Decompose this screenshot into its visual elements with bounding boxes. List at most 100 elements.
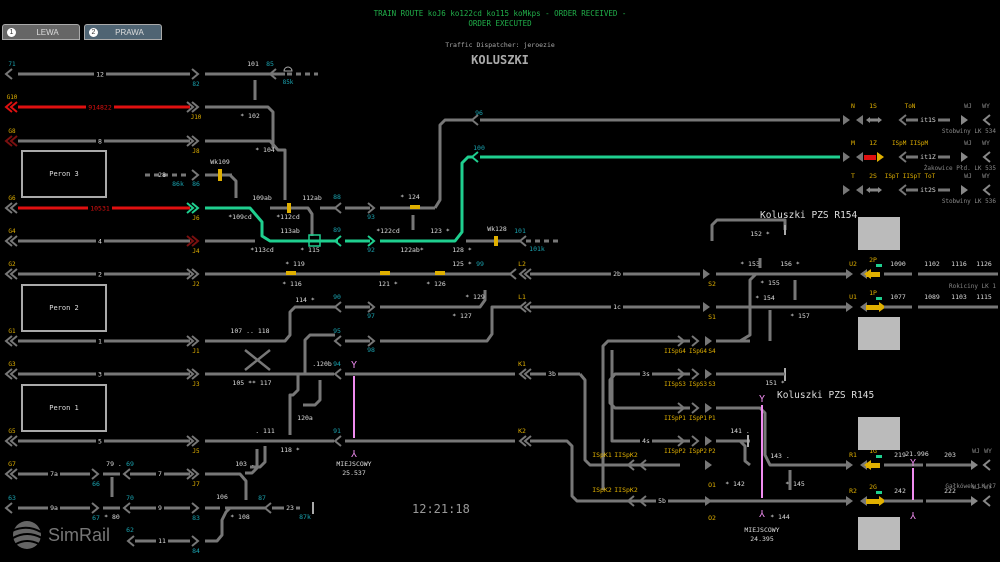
signal-icon: [263, 502, 272, 514]
track-segment: [245, 449, 259, 475]
signal-triangle-icon: [846, 460, 853, 470]
block-status-indicator: [876, 455, 882, 458]
track-label: 2b: [613, 270, 621, 278]
signal-icon: [333, 301, 342, 313]
signal-triangle-icon: [879, 496, 886, 506]
signal-G3-icon: [4, 368, 13, 380]
signal-icon: [191, 502, 200, 514]
label: 141 .: [730, 427, 750, 435]
label: 86k: [172, 180, 184, 188]
label: 2G: [869, 483, 877, 491]
signal-label: ISpP1: [689, 415, 707, 422]
track-segment: [530, 439, 665, 503]
label: 2S: [869, 172, 877, 180]
track-segment: [205, 105, 275, 148]
track-label: 10531: [90, 205, 110, 213]
signal-icon: [691, 435, 700, 447]
signal-label: S4: [708, 348, 716, 355]
simrail-logo: SimRail: [10, 520, 110, 550]
signal-J10-icon: [186, 101, 195, 113]
label-bg: [96, 370, 104, 379]
signal-G2-icon: [4, 268, 13, 280]
label: 151 *: [765, 379, 785, 387]
station-name: KOLUSZKI: [471, 53, 529, 67]
signal-triangle-icon: [864, 269, 871, 279]
label: 88: [333, 193, 341, 201]
tab-lewa[interactable]: 1 LEWA: [2, 24, 80, 40]
label: 106: [216, 493, 228, 501]
tab-prawa[interactable]: 2 PRAWA: [84, 24, 162, 40]
track-segment: [303, 333, 335, 374]
label: 2P: [869, 256, 877, 264]
signal-icon: [122, 502, 131, 514]
block-status-indicator: [876, 264, 882, 267]
signal-J8-icon: [191, 135, 200, 147]
signal-triangle-icon: [705, 403, 712, 413]
label: T: [851, 172, 855, 180]
track-label: 4: [98, 238, 102, 246]
destination-label: Stobwiny LK 536: [942, 198, 997, 205]
track-segment: [750, 406, 850, 467]
order-message: TRAIN ROUTE koJ6 ko122cd ko115 koMkps - …: [330, 9, 670, 29]
signal-label-J10: J10: [191, 114, 202, 121]
signal-icon: [677, 368, 686, 380]
signal-label-J5: J5: [192, 448, 200, 455]
track-segment: [739, 272, 758, 343]
signal-label: ISpM IISpM: [892, 140, 929, 147]
tab-label: LEWA: [36, 27, 59, 37]
signal-label-82: 82: [192, 81, 200, 88]
signal-J2-icon: [191, 268, 200, 280]
tab-number: 1: [7, 27, 16, 37]
label: *122cd: [376, 227, 400, 235]
label: 93: [367, 213, 375, 221]
track-label: it1S: [920, 116, 936, 124]
signal-J5-icon: [186, 435, 195, 447]
label: 1S: [869, 102, 877, 110]
signal-label-J4: J4: [192, 248, 200, 255]
signal-label-G8: G8: [8, 128, 16, 135]
signal-G10-icon: [4, 101, 13, 113]
platform-2: Peron 2: [21, 284, 107, 332]
signal-triangle-icon: [961, 152, 968, 162]
label: L2: [518, 260, 526, 268]
tab-number: 2: [89, 27, 98, 37]
signal-icon: [523, 435, 532, 447]
label: 89: [333, 226, 341, 234]
label: WJ: [964, 172, 972, 180]
signal-triangle-icon: [877, 152, 884, 162]
label: 87k: [299, 513, 311, 521]
signal-icon: [677, 335, 686, 347]
label: 91: [333, 427, 341, 435]
signal-icon: [691, 402, 700, 414]
label-bg: [88, 204, 112, 213]
signal-triangle-icon: [971, 460, 978, 470]
signal-J3-icon: [191, 368, 200, 380]
direction-arrow: [866, 463, 880, 468]
label: WJ: [972, 483, 980, 491]
label: WJ: [964, 139, 972, 147]
signal-triangle-icon: [846, 496, 853, 506]
label: 1P: [869, 289, 877, 297]
signal-triangle-icon: [856, 115, 863, 125]
signal-82-icon: [191, 68, 200, 80]
signal-G6-icon: [9, 202, 18, 214]
signal-icon: [691, 335, 700, 347]
signal-icon: [367, 202, 376, 214]
label-bg: [156, 504, 164, 512]
signal-J10-icon: [191, 101, 200, 113]
track-label: 7a: [50, 470, 58, 478]
label: 84: [192, 547, 200, 555]
insulated-joint: [218, 169, 222, 181]
signal-71-icon: [4, 68, 13, 80]
label: ISpK1: [592, 451, 612, 459]
level-crossing-icon: Y: [759, 394, 765, 405]
signal-triangle-icon: [860, 496, 867, 506]
track-segment: [433, 118, 472, 209]
track-segment: [380, 290, 487, 309]
label: 152 *: [750, 230, 770, 238]
signal-G4-icon: [9, 235, 18, 247]
label: * 129: [465, 293, 485, 301]
label-bg: [656, 497, 668, 505]
label: * 104: [255, 146, 275, 154]
label: 62: [126, 526, 134, 534]
